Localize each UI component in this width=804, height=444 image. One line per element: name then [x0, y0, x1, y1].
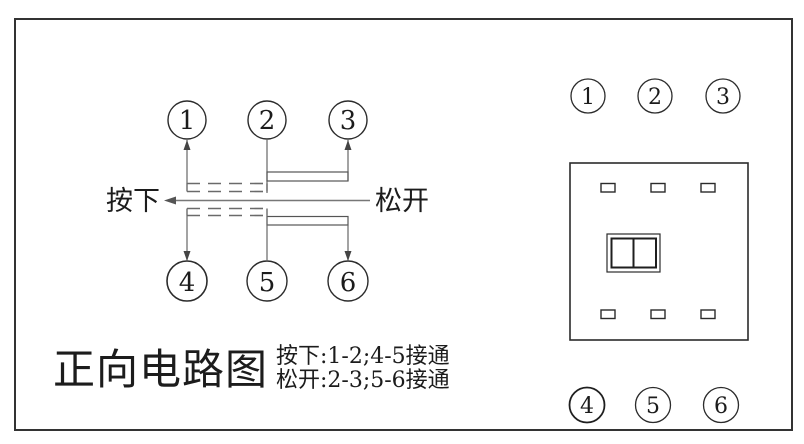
diagram-title: 正向电路图 — [53, 345, 268, 394]
terminal-number: 5 — [259, 268, 276, 298]
press-label: 按下 — [106, 186, 160, 217]
terminal-number: 4 — [179, 268, 196, 298]
panel-terminal-3: 3 — [705, 78, 741, 114]
arrowhead-left-actuator — [164, 196, 176, 205]
schematic-terminal-2: 2 — [247, 100, 287, 140]
contact-pad-bottom-1 — [600, 309, 616, 320]
terminal-circle — [702, 386, 740, 424]
terminal-circle — [634, 386, 672, 424]
terminal-circle — [167, 100, 207, 140]
panel-terminal-5: 5 — [634, 386, 672, 424]
arrowhead-up-terminal-1 — [183, 140, 191, 150]
panel-terminal-6: 6 — [702, 386, 740, 424]
terminal-number: 5 — [646, 394, 660, 419]
terminal-circle — [705, 78, 741, 114]
terminal-circle — [568, 386, 606, 424]
terminal-number: 4 — [580, 394, 594, 419]
contact-pad-top-2 — [650, 182, 666, 193]
pushbutton — [606, 233, 661, 273]
contact-bar-2-3 — [266, 171, 349, 182]
note-line-1: 按下:1-2;4-5接通 — [276, 344, 450, 369]
panel-terminal-4: 4 — [568, 386, 606, 424]
terminal-number: 3 — [340, 106, 357, 136]
panel-terminal-1: 1 — [570, 78, 606, 114]
terminal-circle — [637, 78, 673, 114]
contact-pad-bottom-3 — [700, 309, 716, 320]
terminal-number: 6 — [340, 268, 357, 298]
actuator-arrow — [164, 196, 370, 205]
arrowhead-down-terminal-4 — [183, 251, 191, 261]
terminal-number: 1 — [581, 85, 595, 110]
switch-panel: 1 2 3 4 5 — [568, 78, 749, 424]
arrowhead-up-terminal-3 — [344, 140, 352, 150]
terminal-number: 2 — [648, 85, 662, 110]
terminal-circle — [570, 78, 606, 114]
terminal-circle — [328, 100, 368, 140]
arrowhead-down-terminal-6 — [344, 251, 352, 261]
contact-bridge-4-5 — [186, 207, 268, 217]
terminal-number: 2 — [259, 106, 276, 136]
release-label: 松开 — [375, 186, 429, 217]
terminal-number: 1 — [179, 106, 196, 136]
terminal-number: 6 — [714, 394, 728, 419]
terminal-number: 3 — [716, 85, 730, 110]
note-line-2: 松开:2-3;5-6接通 — [276, 368, 450, 393]
panel-terminal-2: 2 — [637, 78, 673, 114]
terminal-circle — [247, 100, 287, 140]
schematic-diagram: 1 2 3 4 5 6 — [53, 100, 450, 394]
schematic-terminal-3: 3 — [328, 100, 368, 140]
switch-body-outline — [569, 162, 749, 341]
contact-pad-top-1 — [600, 182, 616, 193]
contact-pad-top-3 — [700, 182, 716, 193]
outer-frame — [14, 18, 793, 431]
schematic-terminal-1: 1 — [167, 100, 207, 140]
contact-pad-bottom-2 — [650, 309, 666, 320]
pushbutton-bezel — [606, 233, 661, 273]
contact-bridge-1-2 — [186, 182, 268, 193]
